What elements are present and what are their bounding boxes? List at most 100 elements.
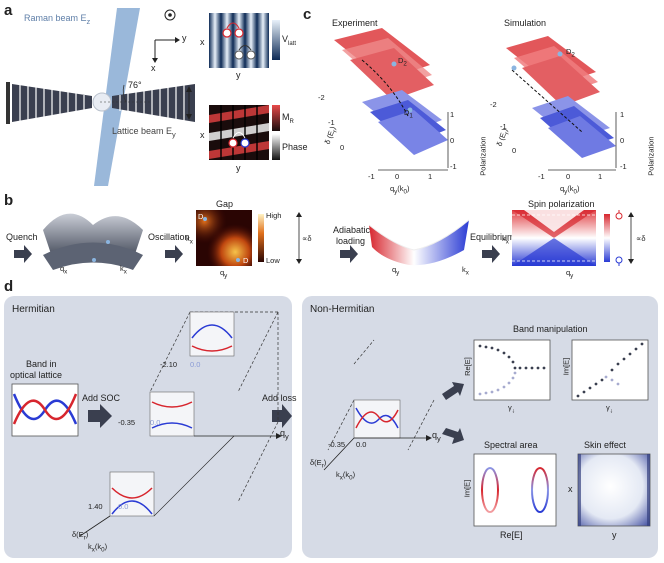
spectral-area-title: Spectral area	[484, 440, 538, 450]
panel-b-arrows	[14, 245, 500, 263]
gap-delta-arrow	[296, 212, 302, 264]
experiment-blue-slices	[362, 90, 448, 155]
axis-y-label: y	[182, 33, 187, 43]
im-e-plot	[571, 339, 649, 401]
band-text-1: Band in	[26, 359, 57, 369]
nh-band-stack	[323, 339, 435, 471]
exp-pol-tick-1: 0	[450, 136, 455, 145]
re-e-ylabel: Re[E]	[462, 357, 472, 376]
soc-slice-mid	[149, 391, 195, 437]
skin-effect-title: Skin effect	[584, 440, 626, 450]
angle-label: 76°	[128, 80, 142, 90]
exp-q-tick-0: -1	[368, 172, 375, 181]
sim-d2-label: D2	[566, 47, 575, 59]
exp-delta-tick-2: 0	[340, 143, 345, 152]
gap-delta-label: ∝δ	[302, 234, 312, 243]
exp-q-tick-1: 0	[395, 172, 400, 181]
sim-q-tick-0: -1	[538, 172, 545, 181]
add-loss-label: Add loss	[262, 393, 297, 403]
exp-pol-tick-0: 1	[450, 110, 455, 119]
soc-slice-top	[189, 311, 235, 357]
panel-label-a: a	[4, 2, 13, 19]
panel-label-c: c	[303, 6, 312, 23]
stack-tick-bottom: 1.40	[88, 502, 103, 511]
re-e-xlabel: γ↓	[508, 403, 515, 415]
exp-delta-tick-0: -2	[318, 93, 325, 102]
spin-ylabel: kx	[502, 234, 509, 246]
spin-icons	[615, 210, 623, 266]
spectral-xlabel: Re[E]	[500, 530, 523, 540]
hermitian-title: Hermitian	[12, 304, 55, 315]
step-adiabatic-1: Adiabatic	[333, 225, 371, 235]
stack-zero-bottom: 0.0	[118, 502, 129, 511]
exp-q-tick-2: 1	[428, 172, 433, 181]
sim-pol-tick-2: -1	[620, 162, 627, 171]
sim-q-tick-1: 0	[566, 172, 571, 181]
quench-qx-label: qx	[60, 264, 68, 276]
nh-delta-label: δ(Er)	[310, 458, 327, 470]
gap-high-label: High	[266, 211, 282, 220]
sim-q-tick-2: 1	[598, 172, 603, 181]
experiment-surface	[334, 28, 449, 171]
soc-slice-bottom	[109, 471, 155, 517]
axis-x-label: x	[151, 63, 156, 73]
loading-kx-label: kx	[462, 265, 469, 277]
re-e-plot	[473, 339, 551, 401]
panel-label-d: d	[4, 278, 14, 295]
gap-d1-label: D	[198, 212, 204, 221]
panel-label-b: b	[4, 192, 14, 209]
band-text-2: optical lattice	[10, 370, 63, 380]
spin-delta-label: ∝δ	[636, 234, 646, 243]
mr-label: MR	[282, 112, 294, 125]
nh-kx-label: kx(k0)	[336, 470, 356, 482]
lattice-potential-map	[209, 13, 269, 68]
stack-zero-top: 0.0	[190, 360, 201, 369]
nh-tick-1: 0.0	[356, 440, 367, 449]
sim-pol-tick-0: 1	[620, 110, 625, 119]
gap-map	[196, 210, 252, 266]
bottom-map-xlabel: y	[236, 163, 241, 173]
sim-delta-tick-2: 0	[512, 146, 517, 155]
step-equilibrium: Equilibrium	[470, 232, 515, 242]
spin-polarization-map	[512, 210, 596, 266]
simulation-blue-slices	[532, 96, 616, 158]
vlatt-label: Vlatt	[282, 34, 297, 47]
gap-title: Gap	[216, 199, 234, 209]
spin-colorbar	[604, 214, 610, 262]
exp-pol-axis: Polarization	[478, 136, 488, 176]
quench-band-surface	[43, 213, 143, 270]
step-adiabatic-2: loading	[336, 236, 366, 246]
spectral-ylabel: Im[E]	[462, 479, 472, 498]
spin-delta-arrow	[628, 212, 634, 264]
exp-pol-tick-2: -1	[450, 162, 457, 171]
step-oscillation: Oscillation	[148, 232, 190, 242]
nh-tick-0: -0.35	[328, 440, 346, 449]
band-manipulation-title: Band manipulation	[513, 324, 588, 334]
step-quench: Quench	[6, 232, 38, 242]
phase-label: Phase	[282, 142, 308, 152]
panel-a-schematic	[6, 8, 195, 186]
bottom-map-ylabel: x	[200, 130, 205, 140]
spin-title: Spin polarization	[528, 199, 595, 209]
spin-xlabel: qy	[566, 268, 574, 280]
gap-ylabel: kx	[186, 234, 193, 246]
im-e-ylabel: Im[E]	[561, 357, 571, 376]
stack-qy-label: qy	[280, 428, 289, 441]
skin-xlabel: x	[568, 484, 573, 494]
nh-qy-label: qy	[432, 430, 441, 443]
exp-q-axis: qy(k0)	[390, 184, 410, 196]
gap-colorbar	[258, 214, 264, 262]
nh-arrows	[442, 382, 464, 444]
top-map-xlabel: y	[236, 70, 241, 80]
experiment-title: Experiment	[332, 18, 378, 28]
phase-colorbar	[272, 134, 280, 160]
loading-qy-label: qy	[392, 265, 400, 277]
quench-kx-label: kx	[120, 264, 127, 276]
vlatt-colorbar	[272, 20, 280, 60]
exp-delta-tick-1: -1	[328, 118, 335, 127]
simulation-red-slices	[506, 36, 600, 106]
soc-band-stack	[79, 311, 282, 537]
top-map-ylabel: x	[200, 37, 205, 47]
gap-low-label: Low	[266, 256, 280, 265]
raman-beam-label: Raman beam Ez	[24, 13, 91, 26]
